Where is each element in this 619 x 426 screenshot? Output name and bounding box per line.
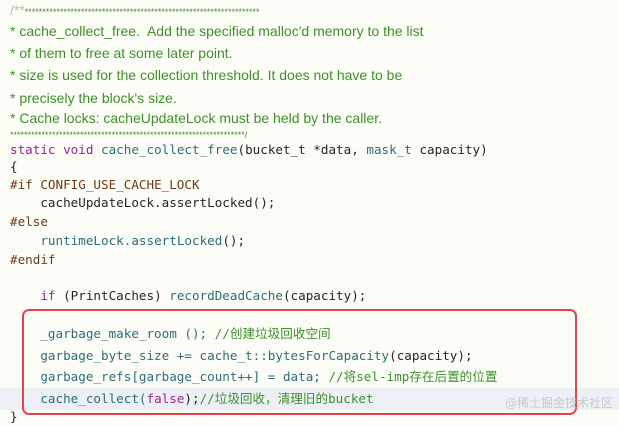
directive: #else bbox=[10, 214, 48, 229]
doc-line: * precisely the block's size. bbox=[10, 90, 177, 106]
code-line: if (PrintCaches) recordDeadCache(capacit… bbox=[10, 288, 366, 304]
doc-line: * cache_collect_free. Add the specified … bbox=[10, 23, 424, 39]
comment: //创建垃圾回收空间 bbox=[214, 326, 331, 341]
args: (capacity); bbox=[282, 288, 367, 303]
doc-comment-close: ****************************************… bbox=[10, 130, 248, 140]
keyword: static void bbox=[10, 142, 94, 157]
indent bbox=[10, 233, 40, 248]
function-signature: static void cache_collect_free(bucket_t … bbox=[10, 142, 488, 158]
code-line: runtimeLock.assertLocked(); bbox=[10, 233, 245, 249]
code: garbage_refs[garbage_count++] = data; bbox=[10, 369, 329, 384]
macro: CONFIG_USE_CACHE_LOCK bbox=[32, 177, 200, 192]
type: mask_t bbox=[366, 142, 412, 157]
directive: #endif bbox=[10, 252, 56, 267]
call: runtimeLock.assertLocked bbox=[40, 233, 223, 248]
args: (capacity); bbox=[389, 348, 473, 363]
endif-directive: #endif bbox=[10, 252, 56, 268]
doc-line: * of them to free at some later point. bbox=[10, 45, 233, 61]
code-line: _garbage_make_room (); //创建垃圾回收空间 bbox=[10, 326, 331, 342]
doc-line: * size is used for the collection thresh… bbox=[10, 67, 403, 83]
keyword: false bbox=[146, 391, 185, 406]
call: recordDeadCache bbox=[169, 288, 283, 303]
open-brace: { bbox=[10, 159, 18, 174]
doc-comment-open: /***************************************… bbox=[10, 2, 259, 20]
code-line: cache_collect(false);//垃圾回收，清理旧的bucket bbox=[10, 391, 374, 407]
current-line-highlight bbox=[0, 388, 619, 410]
else-directive: #else bbox=[10, 214, 48, 230]
code-line: cacheUpdateLock.assertLocked(); bbox=[10, 195, 276, 210]
comment-stars: ****************************************… bbox=[24, 7, 260, 17]
if-directive: #if CONFIG_USE_CACHE_LOCK bbox=[10, 177, 200, 193]
comment: //将sel-imp存在后置的位置 bbox=[328, 369, 498, 384]
code-line: garbage_refs[garbage_count++] = data; //… bbox=[10, 369, 497, 385]
call: _garbage_make_room (); bbox=[10, 326, 215, 341]
args: (bucket_t *data, bbox=[237, 142, 367, 157]
highlight-box bbox=[22, 309, 577, 415]
directive: #if bbox=[10, 177, 33, 192]
comment: //垃圾回收，清理旧的bucket bbox=[199, 391, 374, 406]
keyword: if bbox=[10, 288, 56, 303]
comment-open-token: /** bbox=[10, 2, 25, 18]
call: bytesForCapacity bbox=[267, 348, 390, 363]
parens: (); bbox=[222, 233, 246, 248]
close-brace: } bbox=[10, 409, 18, 424]
args: capacity) bbox=[411, 142, 488, 157]
code: garbage_byte_size += cache_t:: bbox=[10, 348, 268, 363]
watermark: @稀土掘金技术社区 bbox=[504, 396, 613, 410]
parens: ); bbox=[184, 391, 200, 406]
condition: (PrintCaches) bbox=[55, 288, 170, 303]
code-line: garbage_byte_size += cache_t::bytesForCa… bbox=[10, 348, 473, 364]
function-name: cache_collect_free bbox=[101, 142, 238, 157]
call: cache_collect( bbox=[10, 391, 147, 406]
doc-line: * Cache locks: cacheUpdateLock must be h… bbox=[10, 110, 382, 126]
